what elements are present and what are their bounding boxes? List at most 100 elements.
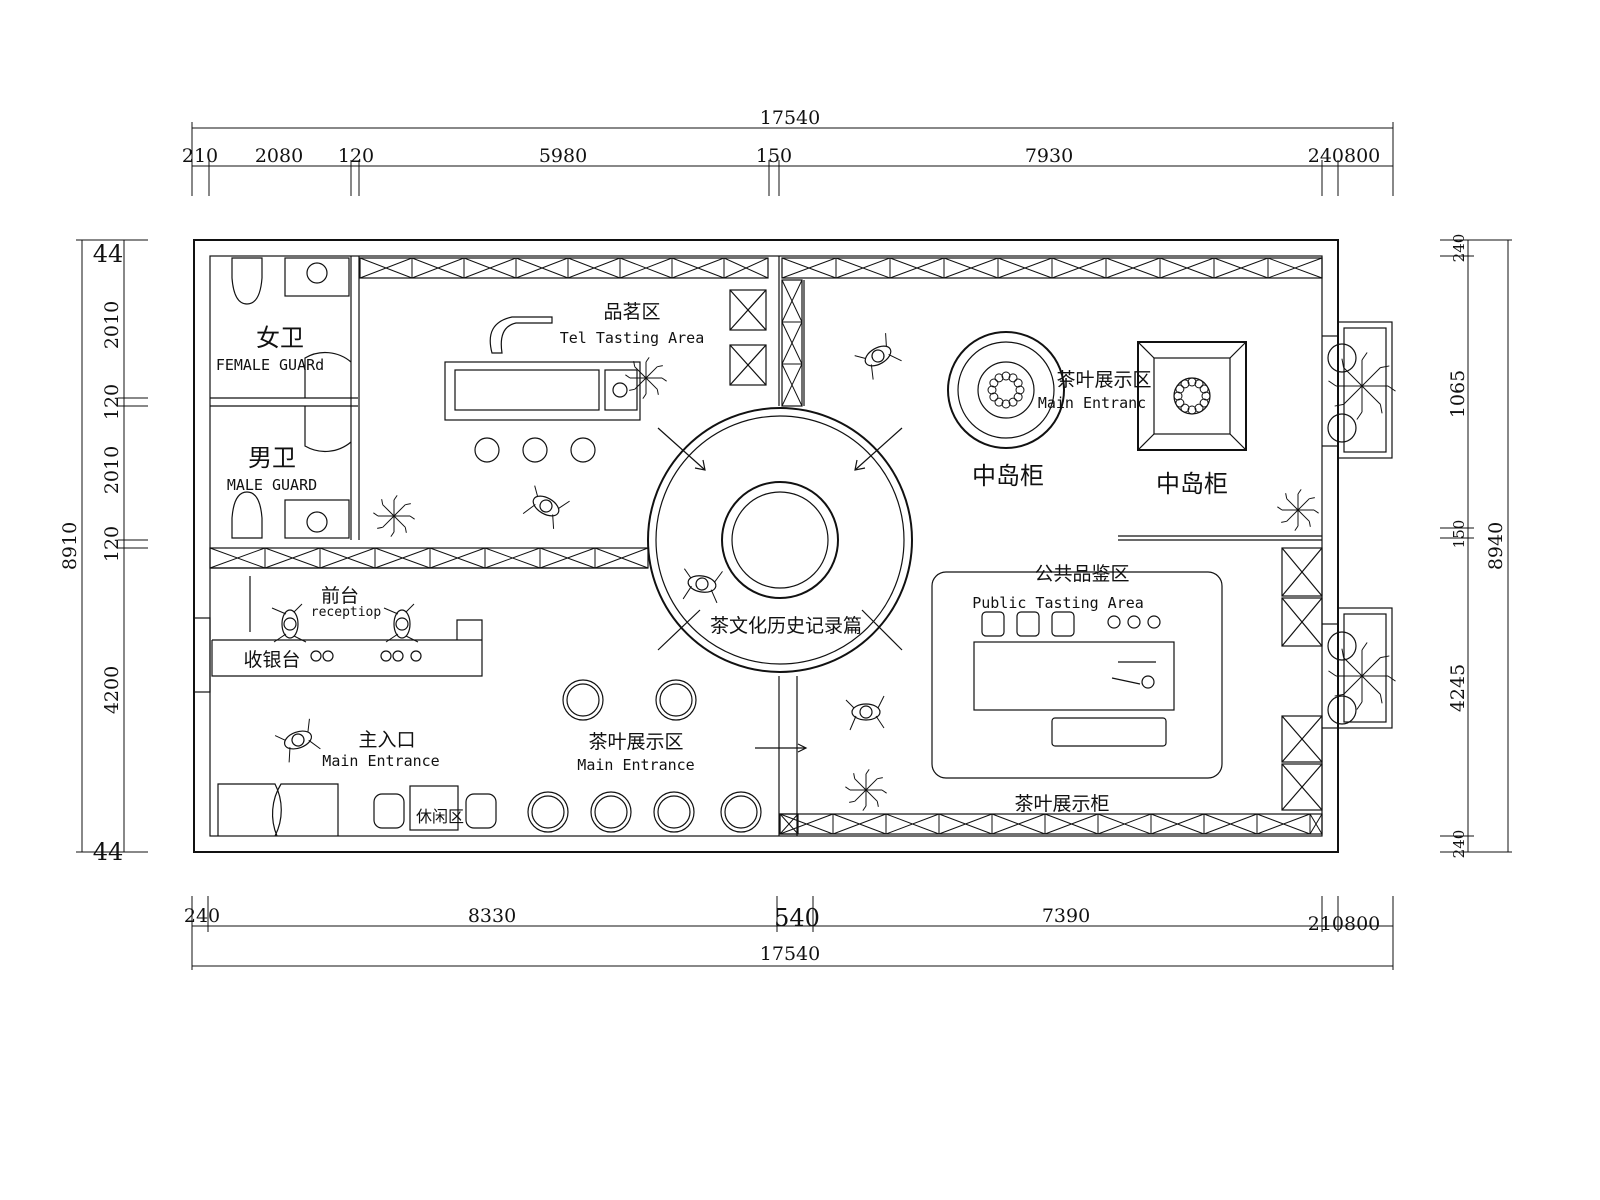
- display-stand: [527, 791, 569, 833]
- left-mark: 44: [93, 838, 124, 866]
- plant-icon: [987, 371, 1025, 409]
- left-mark: 44: [93, 240, 124, 268]
- male-restroom-label: 男卫: [248, 444, 296, 472]
- bottom-dimension-lines: [191, 896, 1394, 970]
- stool-icon: [522, 437, 548, 463]
- lounge-label: 休闲区: [416, 807, 464, 826]
- display-stand: [655, 679, 697, 721]
- chair-icon: [981, 611, 1005, 637]
- top-overall-dimension: 17540: [760, 107, 820, 129]
- right-segment-dimension: 4245: [1447, 664, 1469, 712]
- right-overall-dimension: 8940: [1485, 522, 1507, 570]
- public-tasting-furniture: [931, 535, 1322, 779]
- person-figure-icon: [522, 485, 570, 529]
- shrub-icon: [1327, 343, 1357, 373]
- chair-icon: [1051, 611, 1075, 637]
- top-dimension-lines: [191, 122, 1394, 196]
- display-stand: [590, 791, 632, 833]
- tea-tasting-furniture: [444, 289, 767, 463]
- bottom-segment-dimension: 8330: [468, 905, 516, 927]
- island-cabinet-round-label: 中岛柜: [972, 462, 1044, 490]
- tea-culture-pavilion: [647, 407, 913, 673]
- door-swing-icon: [304, 351, 352, 398]
- glass-wall-segment: [781, 257, 1323, 279]
- tasting-counter: [973, 641, 1175, 711]
- glass-wall-segment: [779, 813, 1323, 835]
- left-segment-dimension: 2010: [101, 446, 123, 494]
- toilet-icon: [231, 491, 263, 539]
- top-segment-dimension: 5980: [539, 145, 587, 167]
- top-segment-dimension: 210: [182, 145, 218, 167]
- right-segment-dimension: 1065: [1447, 370, 1469, 418]
- tea-display-left-english-label: Main Entrance: [577, 756, 694, 774]
- public-tasting-english-label: Public Tasting Area: [972, 594, 1144, 612]
- public-tasting-label: 公共品鉴区: [1034, 563, 1129, 585]
- top-segment-dimension: 2080: [255, 145, 303, 167]
- shrub-icon: [1327, 695, 1357, 725]
- plant-icon: [373, 495, 415, 537]
- island-cabinets: [947, 331, 1247, 451]
- bottom-overall-dimension: 17540: [760, 943, 820, 965]
- main-entrance-doors: [217, 783, 339, 837]
- toilet-icon: [231, 257, 263, 305]
- tea-display-cabinet-label: 茶叶展示柜: [1014, 793, 1109, 815]
- glass-wall-segment: [359, 257, 769, 279]
- bench: [1051, 717, 1167, 747]
- reception-label: 前台: [321, 585, 359, 607]
- male-restroom-english-label: MALE GUARD: [227, 476, 317, 494]
- outer-walls: [193, 239, 1339, 853]
- door-swing-icon: [304, 406, 352, 453]
- shrub-icon: [1327, 413, 1357, 443]
- bottom-segment-dimension: 540: [774, 904, 820, 932]
- glass-wall-segment: [781, 279, 803, 407]
- bottom-segment-dimension: 240: [184, 905, 220, 927]
- armchair-icon: [465, 793, 497, 829]
- main-entrance-label: 主入口: [358, 729, 415, 751]
- display-box: [729, 289, 767, 331]
- left-segment-dimension: 2010: [101, 301, 123, 349]
- female-restroom-label: 女卫: [256, 324, 304, 352]
- display-stand: [562, 679, 604, 721]
- right-segment-dimension: 240: [1450, 234, 1468, 263]
- tea-culture-label: 茶文化历史记录篇: [710, 615, 862, 637]
- shrub-icon: [1327, 631, 1357, 661]
- sofa-icon: [489, 316, 553, 354]
- plant-icon: [845, 769, 887, 811]
- chair-icon: [1016, 611, 1040, 637]
- plant-icon: [1328, 352, 1396, 420]
- top-segment-dimension: 120: [338, 145, 374, 167]
- tea-tasting-label: 品茗区: [603, 301, 660, 323]
- glass-wall-segment: [209, 547, 649, 569]
- left-overall-dimension: 8910: [59, 522, 81, 570]
- person-figure-icon: [383, 603, 419, 643]
- bottom-segment-dimension: 210800: [1308, 913, 1381, 935]
- right-dimension-lines: [1440, 239, 1512, 853]
- person-figure-icon: [682, 568, 723, 604]
- restroom-block: [210, 256, 360, 540]
- glass-wall-segment: [779, 813, 799, 835]
- female-restroom-english-label: FEMALE GUARd: [216, 356, 324, 374]
- island-cabinet-square-label: 中岛柜: [1156, 470, 1228, 498]
- lounge-furniture: [373, 679, 808, 833]
- plant-icon: [1328, 642, 1396, 710]
- door-swing-icon: [217, 783, 282, 837]
- left-segment-dimension: 4200: [101, 666, 123, 714]
- display-box: [729, 344, 767, 386]
- plant-icon: [1173, 377, 1211, 415]
- tea-display-left-label: 茶叶展示区: [588, 731, 683, 753]
- tea-display-right-label: 茶叶展示区: [1056, 369, 1151, 391]
- left-segment-dimension: 120: [101, 384, 123, 420]
- top-segment-dimension: 240800: [1308, 145, 1381, 167]
- door-swing-icon: [271, 783, 339, 837]
- plant-icon: [1277, 489, 1319, 531]
- interior-partitions: [210, 256, 805, 836]
- right-segment-dimension: 240: [1450, 830, 1468, 859]
- people-figures: [271, 333, 902, 763]
- armchair-icon: [373, 793, 405, 829]
- display-stand: [653, 791, 695, 833]
- right-wall-fixtures: [1281, 321, 1393, 811]
- plant-icons: [373, 343, 1396, 811]
- tea-tasting-english-label: Tel Tasting Area: [560, 329, 705, 347]
- top-segment-dimension: 150: [756, 145, 792, 167]
